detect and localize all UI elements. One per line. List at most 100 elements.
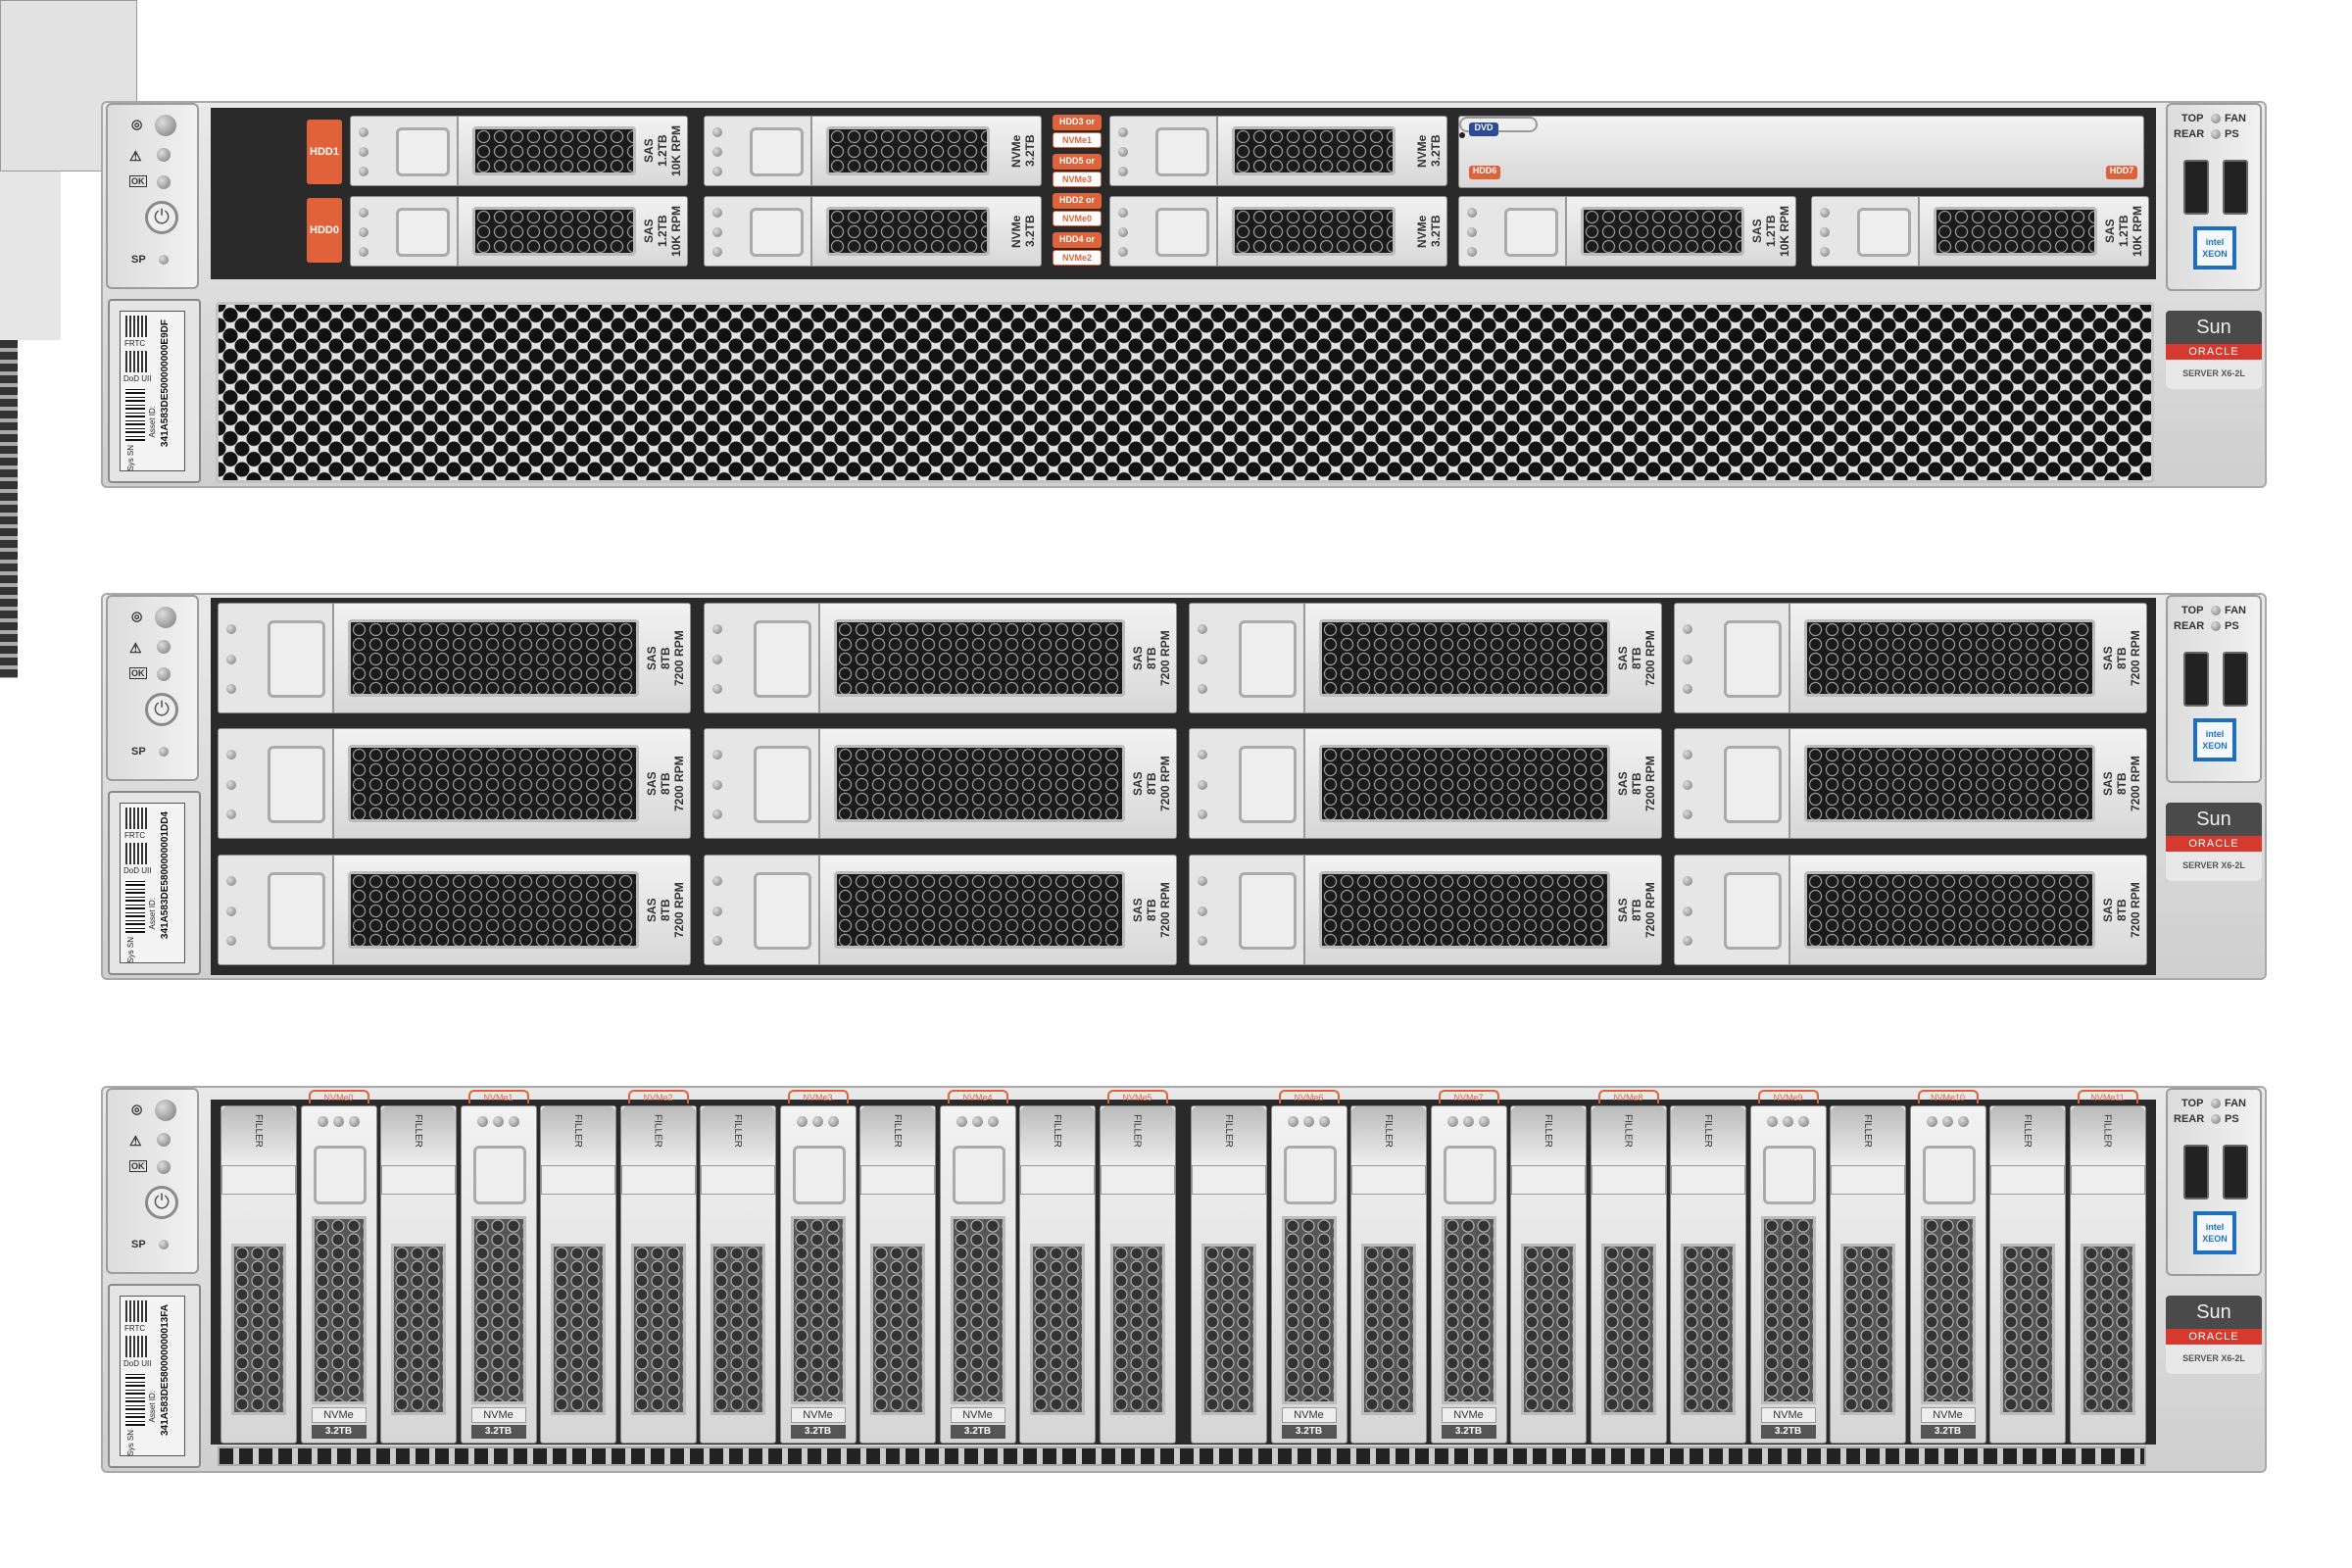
power-button[interactable]: ⏻: [145, 693, 178, 726]
release-button[interactable]: [1723, 619, 1782, 699]
drive-latch: [1812, 197, 1920, 266]
release-button[interactable]: [472, 1146, 526, 1204]
release-button[interactable]: [396, 207, 451, 258]
release-button[interactable]: [1155, 207, 1210, 258]
bay-tag-nvme1: NVMe1: [1053, 132, 1102, 148]
release-button[interactable]: [267, 745, 325, 824]
fault-led: [1683, 906, 1692, 916]
filler-slot[interactable]: FILLER: [1590, 1105, 1667, 1444]
warning-icon: ⚠: [129, 1133, 142, 1149]
release-button[interactable]: [1723, 871, 1782, 951]
release-button[interactable]: [267, 619, 325, 699]
release-button[interactable]: [1504, 207, 1559, 258]
locate-button[interactable]: [155, 1100, 176, 1121]
filler-label: FILLER: [2101, 1114, 2113, 1148]
dvd-eject-button[interactable]: [1459, 117, 1538, 132]
filler-slot[interactable]: FILLER: [540, 1105, 616, 1444]
release-button[interactable]: [753, 871, 811, 951]
usb-port-2[interactable]: [2223, 160, 2248, 215]
release-button[interactable]: [753, 745, 811, 824]
release-button[interactable]: [1238, 619, 1297, 699]
filler-slot[interactable]: FILLER: [1099, 1105, 1176, 1444]
release-button[interactable]: [267, 871, 325, 951]
release-button[interactable]: [1283, 1146, 1337, 1204]
power-button[interactable]: ⏻: [145, 1186, 178, 1219]
release-button[interactable]: [1155, 126, 1210, 177]
filler-slot[interactable]: FILLER: [380, 1105, 457, 1444]
release-button[interactable]: [1238, 871, 1297, 951]
filler-slot[interactable]: FILLER: [1019, 1105, 1096, 1444]
release-button[interactable]: [1762, 1146, 1816, 1204]
locate-button[interactable]: [155, 115, 176, 136]
filler-slot[interactable]: FILLER: [1989, 1105, 2066, 1444]
filler-slot[interactable]: FILLER: [619, 1105, 697, 1444]
drive-type: NVMe: [1760, 1407, 1816, 1423]
usb-port-2[interactable]: [2223, 652, 2248, 707]
power-button[interactable]: ⏻: [145, 201, 178, 234]
filler-slot[interactable]: FILLER: [220, 1105, 297, 1444]
filler-slot[interactable]: FILLER: [2069, 1105, 2146, 1444]
release-button[interactable]: [1238, 745, 1297, 824]
release-button[interactable]: [313, 1146, 367, 1204]
locate-button[interactable]: [155, 607, 176, 628]
release-button[interactable]: [1443, 1146, 1496, 1204]
release-button[interactable]: [750, 207, 805, 258]
release-button[interactable]: [1857, 207, 1912, 258]
usb-port-1[interactable]: [2183, 1145, 2209, 1200]
release-button[interactable]: [1723, 745, 1782, 824]
release-button[interactable]: [753, 619, 811, 699]
release-button[interactable]: [1922, 1146, 1976, 1204]
filler-slot[interactable]: FILLER: [1670, 1105, 1746, 1444]
release-button[interactable]: [792, 1146, 846, 1204]
filler-slot[interactable]: FILLER: [1510, 1105, 1587, 1444]
sun-logo: Sun: [2196, 808, 2231, 830]
filler-slot[interactable]: FILLER: [1350, 1105, 1427, 1444]
usb-port-1[interactable]: [2183, 160, 2209, 215]
filler-slot[interactable]: FILLER: [1830, 1105, 1906, 1444]
usb-port-1[interactable]: [2183, 652, 2209, 707]
drive-speed: 7200 RPM: [1643, 756, 1657, 811]
release-button[interactable]: [750, 126, 805, 177]
filler-slot[interactable]: FILLER: [1191, 1105, 1267, 1444]
filler-slot[interactable]: FILLER: [700, 1105, 776, 1444]
usb-port-2[interactable]: [2223, 1145, 2248, 1200]
release-button[interactable]: [396, 126, 451, 177]
filler-slot[interactable]: FILLER: [859, 1105, 936, 1444]
ok-label: OK: [129, 1160, 147, 1172]
release-button[interactable]: [952, 1146, 1005, 1204]
